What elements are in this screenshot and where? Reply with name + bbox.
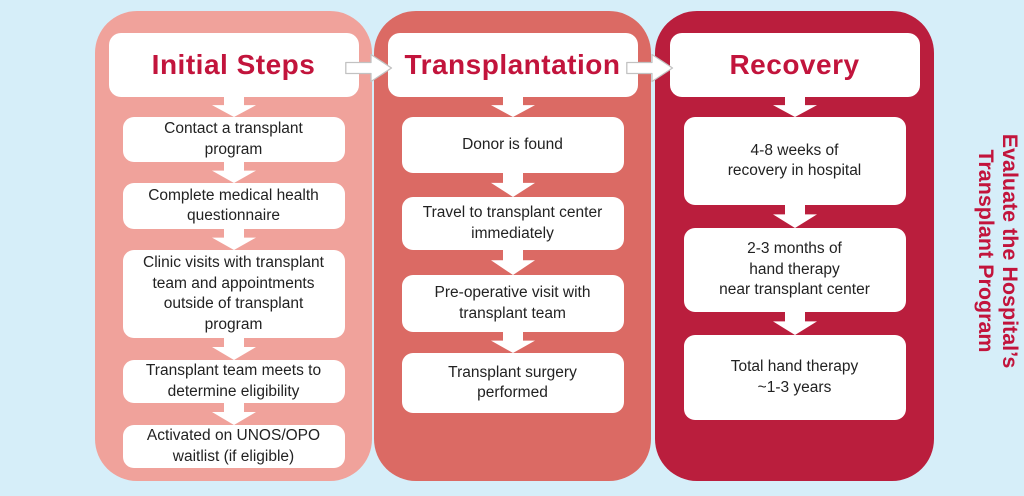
right-arrow-icon <box>626 53 674 83</box>
step-text: 2-3 months of hand therapy near transpla… <box>719 240 870 299</box>
step-box: Total hand therapy ~1-3 years <box>683 335 906 420</box>
step-text: Pre-operative visit with transplant team <box>434 284 591 322</box>
initial-steps-title: Initial Steps <box>151 49 316 80</box>
side-label-line1: Evaluate the Hospital’s <box>998 133 1023 369</box>
vertical-side-label: Evaluate the Hospital’s Transplant Progr… <box>974 134 1022 369</box>
transplantation-title-box: Transplantation <box>387 33 638 97</box>
recovery-title: Recovery <box>729 49 860 80</box>
step-box: Transplant team meets to determine eligi… <box>122 360 345 403</box>
step-box: Contact a transplant program <box>122 117 345 162</box>
step-text: Complete medical health questionnaire <box>148 186 319 225</box>
down-arrow-icon <box>772 312 817 335</box>
transplantation-title: Transplantation <box>404 49 621 80</box>
step-text: Clinic visits with transplant team and a… <box>143 254 324 333</box>
step-text: 4-8 weeks of recovery in hospital <box>727 141 862 180</box>
step-box: Donor is found <box>401 117 624 173</box>
down-arrow-icon <box>490 97 535 117</box>
step-text: Total hand therapy ~1-3 years <box>730 358 859 396</box>
step-text: Transplant team meets to determine eligi… <box>145 362 322 400</box>
step-box: Pre-operative visit with transplant team <box>401 275 624 332</box>
step-text: Travel to transplant center immediately <box>422 204 603 242</box>
step-text: Transplant surgery performed <box>448 363 577 402</box>
recovery-title-box: Recovery <box>669 33 920 97</box>
step-box: Travel to transplant center immediately <box>401 197 624 250</box>
column-recovery: Recovery 4-8 weeks of recovery in hospit… <box>655 11 934 481</box>
step-box: Transplant surgery performed <box>401 353 624 413</box>
down-arrow-icon <box>211 97 256 117</box>
side-label-line2: Transplant Program <box>974 149 998 353</box>
step-box: Complete medical health questionnaire <box>122 183 345 229</box>
down-arrow-icon <box>211 229 256 250</box>
down-arrow-icon <box>211 338 256 360</box>
right-arrow-icon <box>345 53 393 83</box>
step-text: Contact a transplant program <box>164 120 303 158</box>
column-transplantation: Transplantation Donor is found Travel to… <box>374 11 651 481</box>
column-initial-steps: Initial Steps Contact a transplant progr… <box>95 11 372 481</box>
step-text: Donor is found <box>462 135 563 153</box>
down-arrow-icon <box>211 162 256 183</box>
step-box: Activated on UNOS/OPO waitlist (if eligi… <box>122 425 345 468</box>
down-arrow-icon <box>490 173 535 197</box>
down-arrow-icon <box>490 332 535 353</box>
down-arrow-icon <box>490 250 535 275</box>
step-text: Activated on UNOS/OPO waitlist (if eligi… <box>146 427 321 465</box>
down-arrow-icon <box>772 97 817 117</box>
down-arrow-icon <box>772 205 817 228</box>
step-box: 4-8 weeks of recovery in hospital <box>683 117 906 205</box>
initial-steps-title-box: Initial Steps <box>108 33 359 97</box>
step-box: 2-3 months of hand therapy near transpla… <box>683 228 906 312</box>
step-box: Clinic visits with transplant team and a… <box>122 250 345 338</box>
down-arrow-icon <box>211 403 256 425</box>
